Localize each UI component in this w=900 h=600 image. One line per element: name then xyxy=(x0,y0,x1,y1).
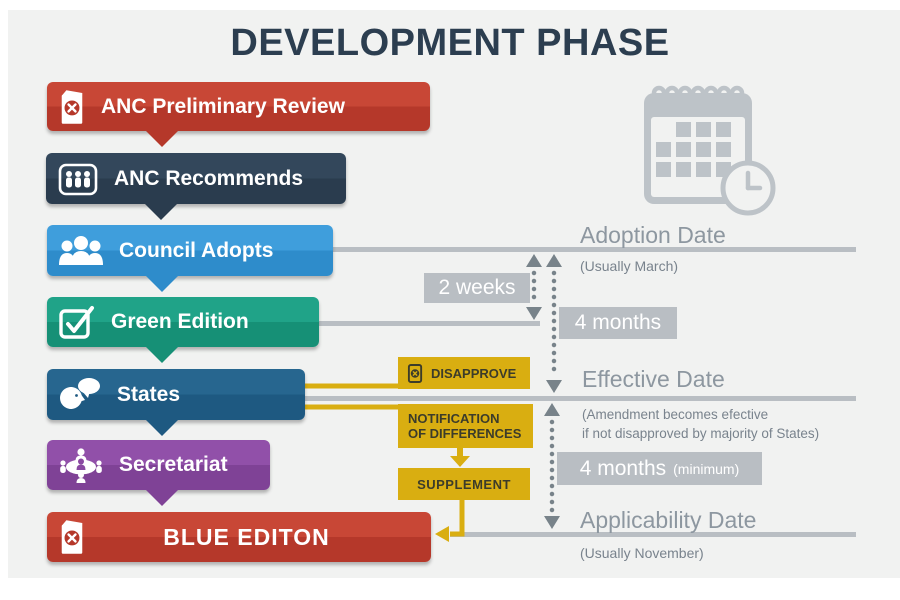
banner-council-adopts: Council Adopts xyxy=(47,225,333,292)
milestone-title: Applicability Date xyxy=(580,507,757,533)
green-edition-line xyxy=(316,321,540,326)
banner-anc-recommends: ANC Recommends xyxy=(46,153,346,220)
banner-green-edition: Green Edition xyxy=(47,297,319,363)
document-cross-icon xyxy=(407,363,423,383)
supplement-box: SUPPLEMENT xyxy=(398,468,530,500)
booklet-cross-icon xyxy=(61,89,83,124)
disapprove-box: DISAPPROVE xyxy=(398,357,530,389)
action-label: DISAPPROVE xyxy=(431,365,517,381)
calendar-clock-icon xyxy=(644,85,776,216)
connector-tail xyxy=(145,489,179,506)
council-group-icon xyxy=(59,236,103,265)
connector-tail xyxy=(145,275,179,292)
banner-label: BLUE EDITON xyxy=(163,523,330,550)
banner-anc-preliminary-review: ANC Preliminary Review xyxy=(47,82,430,147)
duration-label: 4 months xyxy=(574,311,662,334)
applicability-date-line xyxy=(450,532,856,537)
action-label-line2: OF DIFFERENCES xyxy=(408,426,522,441)
banner-label: ANC Preliminary Review xyxy=(101,94,345,118)
checkbox-icon xyxy=(59,306,94,339)
milestone-applicability-date: Applicability Date (Usually November) xyxy=(580,507,756,561)
duration-4-months: 4 months xyxy=(559,307,677,339)
connector-tail xyxy=(145,346,179,363)
meeting-table-icon xyxy=(60,448,102,483)
duration-label: 4 months xyxy=(579,456,667,480)
speaking-head-icon xyxy=(60,378,100,410)
milestone-effective-date: Effective Date (Amendment becomes efecti… xyxy=(582,366,819,443)
milestone-title: Effective Date xyxy=(582,366,725,392)
duration-label: 2 weeks xyxy=(438,276,516,299)
banner-secretariat: Secretariat xyxy=(47,440,270,506)
banner-label: ANC Recommends xyxy=(114,166,304,190)
banner-blue-edition: BLUE EDITON xyxy=(47,512,431,562)
milestone-note: (Amendment becomes efective if not disap… xyxy=(582,405,819,443)
note-line-2: if not disapproved by majority of States… xyxy=(582,426,820,441)
connector-tail xyxy=(145,130,179,147)
duration-4-months-minimum: 4 months (minimum) xyxy=(557,452,762,485)
booklet-cross-icon xyxy=(61,520,83,554)
duration-2-weeks: 2 weeks xyxy=(424,273,530,303)
action-label: SUPPLEMENT xyxy=(417,476,511,492)
note-line-1: (Amendment becomes efective xyxy=(582,407,769,422)
notification-of-differences-box: NOTIFICATION OF DIFFERENCES xyxy=(398,404,533,448)
milestone-note: (Usually March) xyxy=(580,258,679,274)
banner-label: States xyxy=(117,382,181,406)
effective-date-line xyxy=(303,396,856,401)
milestone-note: (Usually November) xyxy=(580,545,704,561)
milestone-title: Adoption Date xyxy=(580,222,726,248)
duration-suffix: (minimum) xyxy=(673,460,740,477)
action-label-line1: NOTIFICATION xyxy=(408,411,500,426)
banner-label: Secretariat xyxy=(119,453,228,476)
banner-states: States xyxy=(47,369,305,436)
banner-label: Green Edition xyxy=(111,310,249,333)
connector-tail xyxy=(144,203,178,220)
connector-tail xyxy=(145,419,179,436)
milestone-adoption-date: Adoption Date (Usually March) xyxy=(580,222,726,274)
banner-label: Council Adopts xyxy=(119,238,274,262)
adoption-date-line xyxy=(330,247,856,252)
committee-icon xyxy=(58,163,98,195)
page-title: DEVELOPMENT PHASE xyxy=(230,22,670,64)
